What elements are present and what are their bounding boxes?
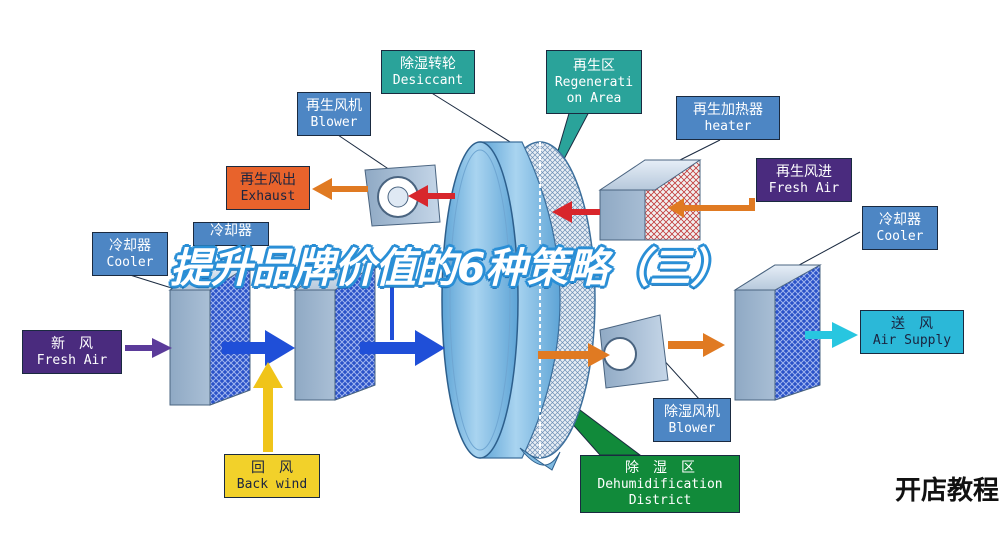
regen-blower-label-zh: 再生风机 xyxy=(306,97,362,114)
cooler-left-label-zh: 冷却器 xyxy=(109,237,151,254)
air-supply-label-zh: 送 风 xyxy=(891,315,933,332)
cooler-mid-label: 冷却器 xyxy=(193,222,269,246)
exhaust-label: 再生风出 Exhaust xyxy=(226,166,310,210)
desiccant-label-zh: 除湿转轮 xyxy=(400,55,456,72)
dehum-district-label: 除 湿 区 Dehumidification District xyxy=(580,455,740,513)
desiccant-label: 除湿转轮 Desiccant xyxy=(381,50,475,94)
callout-lines xyxy=(129,91,861,401)
corner-text: 开店教程 xyxy=(894,476,999,506)
dehum-district-label-en1: Dehumidification xyxy=(597,476,723,492)
regen-blower-unit xyxy=(364,164,441,227)
regeneration-area-label-en2: on Area xyxy=(566,90,622,106)
flow-arrows xyxy=(125,178,858,452)
regen-heater-unit xyxy=(598,159,702,241)
dehum-district-label-en2: District xyxy=(628,492,692,508)
cooler-left-label: 冷却器 Cooler xyxy=(92,232,168,276)
cooler-right-label-zh: 冷却器 xyxy=(879,211,921,228)
desiccant-wheel xyxy=(441,141,596,471)
regen-heater-label-zh: 再生加热器 xyxy=(693,101,763,118)
fresh-air-in-label: 新 风 Fresh Air xyxy=(22,330,122,374)
dehum-blower-label-zh: 除湿风机 xyxy=(664,403,720,420)
air-supply-label-en: Air Supply xyxy=(872,332,952,348)
cooler-left-label-en: Cooler xyxy=(106,254,154,270)
regen-heater-label-en: heater xyxy=(704,118,752,134)
regen-fresh-air-label-zh: 再生风进 xyxy=(776,163,832,180)
exhaust-label-en: Exhaust xyxy=(240,188,296,204)
fresh-air-in-label-zh: 新 风 xyxy=(51,335,93,352)
regeneration-area-label-zh: 再生区 xyxy=(573,57,615,74)
back-wind-label-zh: 回 风 xyxy=(251,459,293,476)
overlay-title: 提升品牌价值的6种策略（三） xyxy=(170,244,732,292)
cooler-mid-unit xyxy=(293,264,377,401)
regen-fresh-air-label: 再生风进 Fresh Air xyxy=(756,158,852,202)
back-wind-label: 回 风 Back wind xyxy=(224,454,320,498)
regen-heater-label: 再生加热器 heater xyxy=(676,96,780,140)
air-supply-label: 送 风 Air Supply xyxy=(860,310,964,354)
dehum-district-label-zh: 除 湿 区 xyxy=(625,459,695,476)
cooler-right-label: 冷却器 Cooler xyxy=(862,206,938,250)
regen-fresh-air-label-en: Fresh Air xyxy=(768,180,840,196)
cooler-right-unit xyxy=(733,264,822,401)
regen-blower-label: 再生风机 Blower xyxy=(297,92,371,136)
cooler-mid-label-zh: 冷却器 xyxy=(210,223,252,239)
regeneration-area-label: 再生区 Regenerati on Area xyxy=(546,50,642,114)
dehum-blower-label: 除湿风机 Blower xyxy=(653,398,731,442)
fresh-air-in-label-en: Fresh Air xyxy=(36,352,108,368)
regen-blower-label-en: Blower xyxy=(310,114,358,130)
dehum-blower-unit xyxy=(599,314,669,389)
cooler-left-unit xyxy=(168,264,252,406)
exhaust-label-zh: 再生风出 xyxy=(240,171,296,188)
cooler-right-label-en: Cooler xyxy=(876,228,924,244)
dehum-blower-label-en: Blower xyxy=(668,420,716,436)
desiccant-label-en: Desiccant xyxy=(392,72,464,88)
back-wind-label-en: Back wind xyxy=(236,476,308,492)
regeneration-area-label-en1: Regenerati xyxy=(554,74,634,90)
